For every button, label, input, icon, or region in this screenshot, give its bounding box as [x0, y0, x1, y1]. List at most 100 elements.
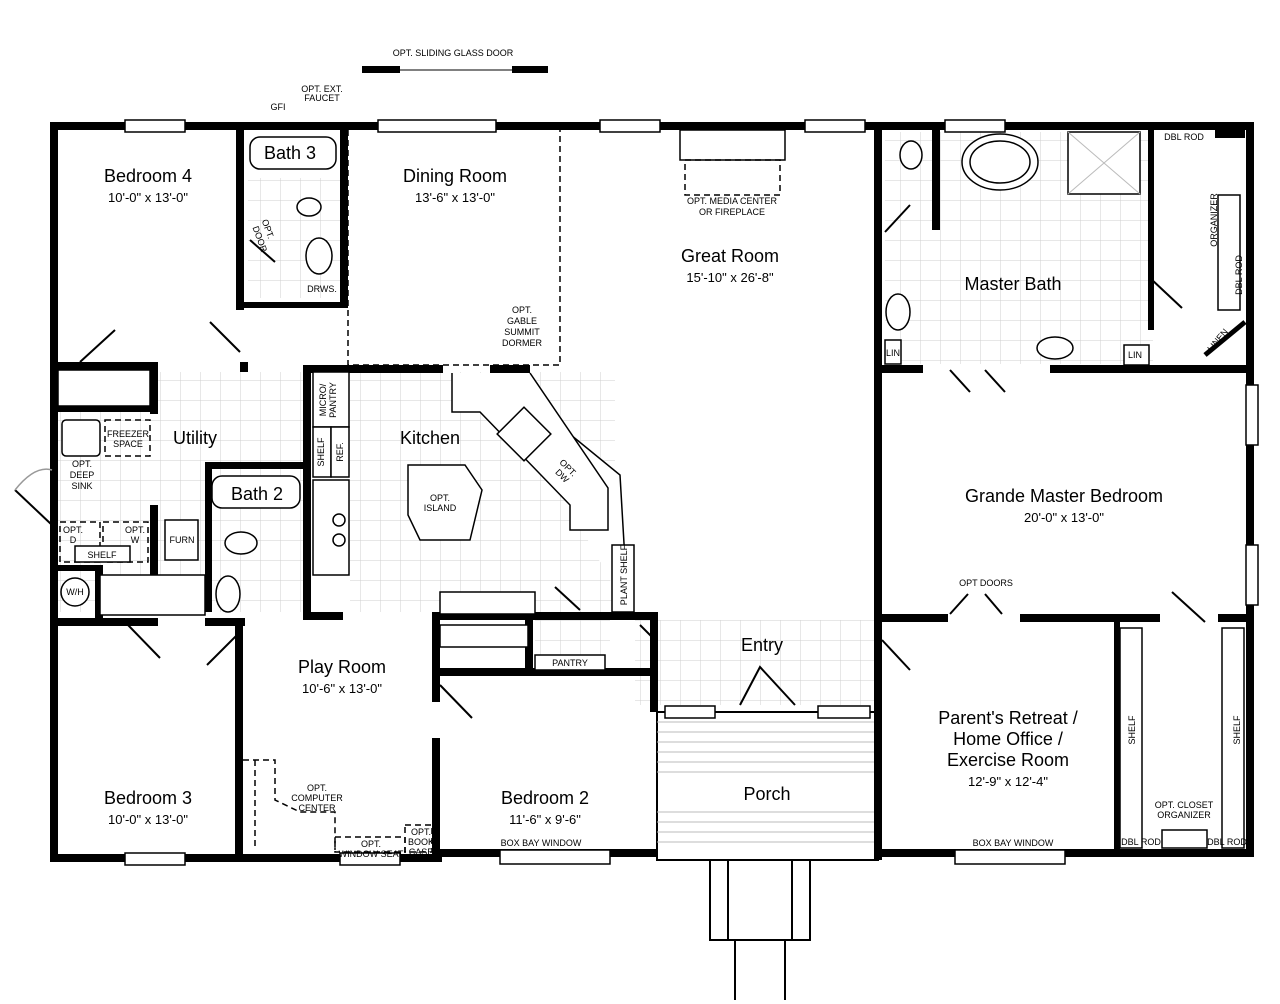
note-bookcase: OPT.: [411, 827, 431, 837]
room-master-bath: Master Bath: [964, 274, 1061, 294]
note-box-bay: BOX BAY WINDOW: [973, 838, 1054, 848]
note-gable: SUMMIT: [504, 327, 540, 337]
note-shelf: SHELF: [1127, 715, 1137, 745]
note-opt-d: OPT.: [63, 525, 83, 535]
room-grande-master: Grande Master Bedroom: [965, 486, 1163, 506]
note-lin: LIN: [886, 348, 900, 358]
note-opt-d: D: [70, 535, 77, 545]
note-closet: ORGANIZER: [1157, 810, 1211, 820]
note-deep-sink: DEEP: [70, 470, 95, 480]
note-gable: DORMER: [502, 338, 542, 348]
window: [124, 852, 186, 866]
dormer-outline: [347, 130, 561, 366]
room-great: Great Room: [681, 246, 779, 266]
doors: [14, 204, 1247, 719]
porch-deck: [656, 711, 879, 1000]
note-window-seat: OPT.: [361, 839, 381, 849]
note-micro: MICRO/: [318, 383, 328, 416]
note-dbl-rod: DBL ROD: [1207, 837, 1247, 847]
note-furn: FURN: [170, 535, 195, 545]
dim-grande-master: 20'-0" x 13'-0": [1024, 510, 1104, 525]
note-closet: OPT. CLOSET: [1155, 800, 1214, 810]
dim-bedroom3: 10'-0" x 13'-0": [108, 812, 188, 827]
window: [124, 119, 186, 133]
note-media: OR FIREPLACE: [699, 207, 765, 217]
bathtub-bath3: [249, 136, 337, 170]
note-drws: DRWS.: [307, 284, 337, 294]
kitchen-island: [407, 464, 483, 541]
note-dbl-rod: DBL ROD: [1234, 255, 1244, 295]
note-shelf: SHELF: [87, 550, 117, 560]
note-shelf: SHELF: [316, 437, 326, 467]
room-bedroom4: Bedroom 4: [104, 166, 192, 186]
room-parents-line1: Parent's Retreat /: [938, 708, 1078, 728]
bathtub-bath2: [211, 475, 301, 509]
note-opt-w: W: [131, 535, 140, 545]
window: [339, 852, 401, 866]
window: [499, 849, 611, 865]
note-dbl-rod: DBL ROD: [1121, 837, 1161, 847]
note-freezer: FREEZER: [107, 429, 150, 439]
room-bedroom2: Bedroom 2: [501, 788, 589, 808]
note-deep-sink: OPT.: [72, 459, 92, 469]
window: [377, 119, 497, 133]
toilet-icon: [899, 140, 923, 170]
note-bookcase: CASE: [409, 847, 434, 857]
sink-icon: [1036, 336, 1074, 360]
toilet-icon: [224, 531, 258, 555]
window: [1245, 384, 1259, 446]
water-heater-icon: [60, 577, 90, 607]
note-gable: OPT.: [512, 305, 532, 315]
note-gfi: GFI: [271, 102, 286, 112]
note-island: ISLAND: [424, 503, 457, 513]
dim-bedroom2: 11'-6" x 9'-6": [509, 812, 581, 827]
room-play: Play Room: [298, 657, 386, 677]
fireplace-icon: [679, 129, 786, 161]
sliding-door: [362, 66, 400, 73]
range-icon: [312, 479, 350, 576]
room-bedroom3: Bedroom 3: [104, 788, 192, 808]
note-freezer: SPACE: [113, 439, 143, 449]
room-parents-line3: Exercise Room: [947, 750, 1069, 770]
fixtures: [57, 129, 1245, 853]
dim-bedroom4: 10'-0" x 13'-0": [108, 190, 188, 205]
notes: OPT. SLIDING GLASS DOOR GFI OPT. EXT. FA…: [63, 48, 1247, 859]
note-island: OPT.: [430, 493, 450, 503]
room-dining: Dining Room: [403, 166, 507, 186]
note-bookcase: BOOK: [408, 837, 434, 847]
note-pantry: PANTRY: [552, 658, 588, 668]
dim-great: 15'-10" x 26'-8": [686, 270, 774, 285]
kitchen-sink-icon: [496, 406, 552, 462]
dim-play: 10'-6" x 13'-0": [302, 681, 382, 696]
note-sliding-door: OPT. SLIDING GLASS DOOR: [393, 48, 514, 58]
dim-parents: 12'-9" x 12'-4": [968, 774, 1048, 789]
room-entry: Entry: [741, 635, 783, 655]
note-media: OPT. MEDIA CENTER: [687, 196, 778, 206]
room-parents-line2: Home Office /: [953, 729, 1063, 749]
note-computer: CENTER: [298, 803, 336, 813]
note-micro-pantry: PANTRY: [328, 382, 338, 418]
note-opt-w: OPT.: [125, 525, 145, 535]
note-window-seat: WINDOW SEAT: [339, 849, 404, 859]
window: [817, 705, 871, 719]
sink-icon: [215, 575, 241, 613]
note-computer: COMPUTER: [291, 793, 343, 803]
room-labels: Bedroom 4 10'-0" x 13'-0" Bath 3 Dining …: [104, 143, 1163, 827]
window: [1245, 544, 1259, 606]
note-water-heater: W/H: [66, 587, 84, 597]
note-faucet: FAUCET: [304, 93, 340, 103]
note-ref: REF.: [335, 442, 345, 462]
windows: [124, 66, 1259, 866]
sink-icon: [885, 293, 911, 331]
window: [804, 119, 866, 133]
window: [599, 119, 661, 133]
sink-icon: [305, 237, 333, 275]
note-faucet: OPT. EXT.: [301, 84, 343, 94]
note-organizer: ORGANIZER: [1209, 193, 1219, 247]
room-kitchen: Kitchen: [400, 428, 460, 448]
note-dbl-rod: DBL ROD: [1164, 132, 1204, 142]
window: [944, 119, 1006, 133]
room-bath3: Bath 3: [264, 143, 316, 163]
room-utility: Utility: [173, 428, 217, 448]
